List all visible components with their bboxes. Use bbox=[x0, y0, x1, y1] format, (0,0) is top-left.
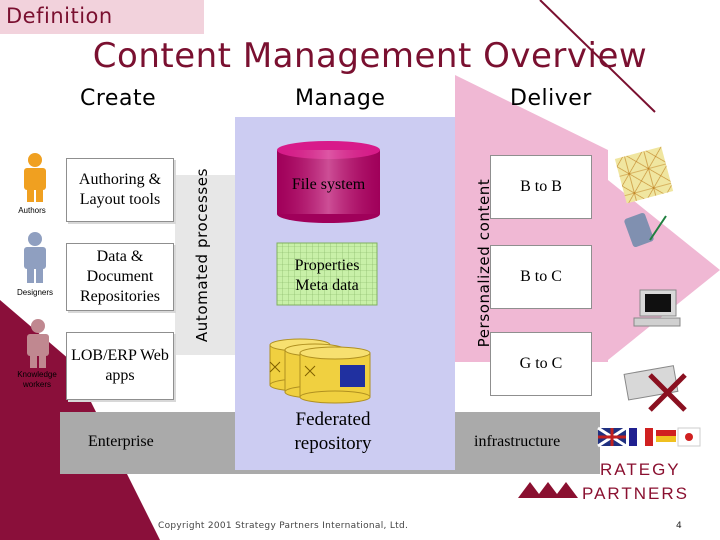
automated-processes-label: Automated processes bbox=[193, 167, 211, 343]
knowledge-workers-label: Knowledge workers bbox=[17, 370, 57, 389]
knowledge-worker-figure bbox=[27, 319, 49, 368]
computer-icon bbox=[633, 289, 681, 327]
section-tag-label: Definition bbox=[6, 4, 113, 28]
federated-cylinders bbox=[269, 338, 371, 404]
accent-line bbox=[539, 0, 656, 113]
properties-label: Properties Meta data bbox=[294, 257, 360, 294]
repositories-label: Data & Document Repositories bbox=[80, 248, 160, 305]
page-number: 4 bbox=[676, 521, 682, 531]
authoring-label: Authoring & Layout tools bbox=[78, 171, 162, 208]
b2b-box: B to B bbox=[490, 155, 592, 219]
b2b-label: B to B bbox=[520, 178, 562, 195]
lob-erp-label: LOB/ERP Web apps bbox=[71, 347, 169, 384]
fax-icon bbox=[623, 365, 687, 412]
authors-label: Authors bbox=[18, 206, 46, 215]
logo-line1: RATEGY bbox=[600, 460, 681, 479]
federated-label: Federated repository bbox=[294, 409, 372, 454]
create-arrow bbox=[175, 175, 235, 355]
file-system-cylinder bbox=[277, 141, 380, 223]
web-icon bbox=[614, 146, 674, 204]
designers-label: Designers bbox=[16, 288, 53, 297]
properties-box bbox=[276, 242, 378, 306]
lob-erp-box: LOB/ERP Web apps bbox=[66, 332, 174, 400]
g2c-box: G to C bbox=[490, 332, 592, 396]
create-heading: Create bbox=[80, 86, 157, 111]
author-figure bbox=[24, 153, 46, 202]
g2c-label: G to C bbox=[519, 355, 563, 372]
b2c-label: B to C bbox=[520, 268, 562, 285]
logo-line2: PARTNERS bbox=[582, 484, 690, 503]
copyright-footer: Copyright 2001 Strategy Partners Interna… bbox=[158, 521, 409, 531]
enterprise-label: Enterprise bbox=[88, 433, 154, 450]
repositories-box: Data & Document Repositories bbox=[66, 243, 174, 311]
flags-icon bbox=[597, 426, 701, 448]
pda-icon bbox=[624, 212, 667, 248]
manage-heading: Manage bbox=[295, 86, 386, 111]
logo-mark bbox=[518, 482, 578, 498]
file-system-label: File system bbox=[291, 176, 366, 193]
page-title: Content Management Overview bbox=[92, 36, 648, 76]
deliver-heading: Deliver bbox=[510, 86, 592, 111]
designer-figure bbox=[24, 232, 46, 283]
section-tag: Definition bbox=[0, 0, 204, 34]
authoring-box: Authoring & Layout tools bbox=[66, 158, 174, 222]
b2c-box: B to C bbox=[490, 245, 592, 309]
infrastructure-label: infrastructure bbox=[474, 433, 561, 450]
